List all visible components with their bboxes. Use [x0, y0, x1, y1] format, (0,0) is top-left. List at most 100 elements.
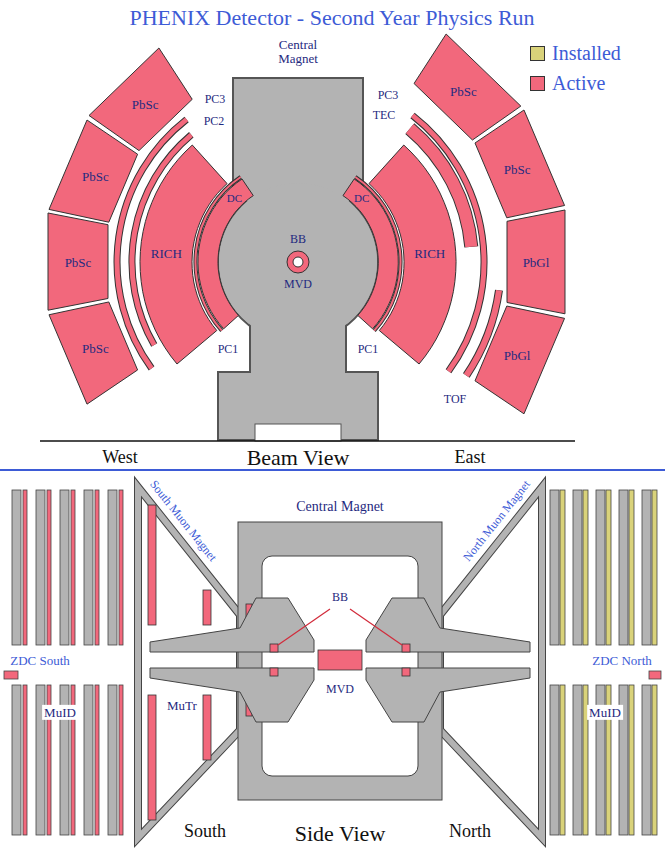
- part-label: PC2: [204, 114, 225, 128]
- bb-side-part: [402, 668, 410, 676]
- part-label-box: PC3: [205, 93, 226, 106]
- muid-north-part-part: [583, 490, 588, 645]
- muid-north-part-part: [642, 685, 651, 835]
- part-label: MVD: [326, 682, 354, 696]
- part-label: Central Magnet: [296, 499, 383, 514]
- bb-counter: [287, 251, 309, 273]
- muid-south-part-part: [108, 685, 117, 835]
- central-magnet-beam-fill-part: [251, 318, 345, 374]
- bb-leader-part: [278, 609, 330, 645]
- central-magnet-beam-fill-part: [234, 79, 362, 201]
- part-label: TOF: [444, 392, 466, 406]
- part-name: PbSc: [82, 341, 109, 354]
- muid-south-part-part: [95, 685, 99, 835]
- magnet-poles-part: [150, 598, 314, 652]
- part-label: North Muon Magnet: [460, 478, 533, 564]
- calorimeter-sector: PbSc: [49, 120, 138, 222]
- magnet-poles: [150, 598, 530, 722]
- bb-counter-part: [293, 257, 303, 267]
- part-label-box: MVD: [284, 278, 312, 291]
- rich-detector-shape: [369, 145, 456, 364]
- part-label-box: Side View: [295, 822, 386, 846]
- part-label-box: MuTr: [167, 699, 197, 713]
- muid-south-part-part: [84, 685, 93, 835]
- central-magnet-beam-fill: [219, 79, 377, 439]
- bb-leader: [278, 609, 402, 645]
- rich-detector-shape: [140, 145, 227, 364]
- muid-north-part: [560, 490, 657, 835]
- muid-south-part-part: [84, 490, 93, 645]
- central-magnet-side: [238, 522, 442, 800]
- part-name: PbSc: [504, 162, 531, 175]
- part-label-box: North: [449, 822, 491, 842]
- legend-text: Active: [552, 72, 605, 94]
- part-label-box: PC1: [218, 343, 239, 356]
- central-magnet-beam-fill-part: [219, 183, 377, 341]
- calorimeter-sector: PbSc: [48, 213, 108, 310]
- muon-magnet-frame-part: [440, 487, 542, 838]
- part-label: North: [449, 821, 491, 841]
- legend-text: Installed: [552, 42, 621, 64]
- calorimeter-sector-shape: [49, 120, 138, 222]
- part-label-box: MuID: [587, 706, 623, 720]
- muid-north-part-part: [560, 685, 565, 835]
- muid-north-part-part: [560, 490, 565, 645]
- part-label-box: ZDC South: [10, 654, 70, 668]
- magnet-poles-part: [366, 668, 530, 722]
- part-label-box: Central Magnet: [296, 499, 383, 514]
- part-label-box: MVD: [326, 683, 354, 696]
- part-name: DC: [227, 193, 242, 204]
- muid-south-part-part: [119, 685, 123, 835]
- part-label: ZDC North: [592, 653, 652, 668]
- magnet-poles-part: [366, 598, 530, 652]
- part-label: BB: [290, 232, 306, 246]
- calorimeter-sector: PbGl: [507, 210, 565, 314]
- zdc-part: [4, 671, 18, 679]
- muid-north-part-part: [550, 490, 559, 645]
- calorimeter-sector-shape: [49, 302, 138, 404]
- part-name: DC: [354, 193, 369, 204]
- bb-side-part: [270, 668, 278, 676]
- rich-detector: RICH: [140, 145, 227, 364]
- legend-entry: Installed: [552, 42, 621, 64]
- muon-magnet-frame-part: [440, 487, 542, 838]
- legend-swatch: [530, 46, 545, 61]
- calorimeter-sector-shape: [48, 213, 108, 310]
- part-label: Side View: [295, 821, 386, 846]
- part-label: TEC: [373, 108, 396, 122]
- part-label-box: West: [102, 448, 138, 468]
- part-name: PbSc: [82, 170, 109, 183]
- muid-south-part-part: [71, 490, 75, 645]
- calorimeter-sector: PbGl: [475, 306, 565, 414]
- part-label-box: PC2: [204, 115, 225, 128]
- muid-south-part-part: [47, 490, 51, 645]
- part-label-box: South: [184, 822, 226, 842]
- part-name: PbGl: [523, 255, 550, 268]
- part-label-box: South Muon Magnet: [147, 478, 219, 564]
- part-name: RICH: [151, 246, 182, 259]
- muid-south-part-part: [36, 490, 45, 645]
- muid-north-part-part: [573, 685, 582, 835]
- bb-leader-part: [350, 609, 402, 645]
- zdc-part: [649, 671, 661, 679]
- part-label: East: [455, 447, 486, 467]
- muid-north-part-part: [606, 490, 611, 645]
- bb-side-part: [270, 644, 278, 652]
- muid-north-part-part: [573, 490, 582, 645]
- muon-tracker-part: [203, 695, 211, 760]
- legend-entry: Active: [552, 72, 605, 94]
- muid-north: [550, 490, 657, 835]
- mvd-side: [318, 650, 362, 670]
- bb-side: [270, 644, 410, 676]
- pad-chambers: [117, 115, 484, 371]
- calorimeter-sector: PbSc: [49, 302, 138, 404]
- title: PHENIX Detector - Second Year Physics Ru…: [129, 5, 534, 30]
- part-label: Beam View: [247, 445, 350, 470]
- muid-north-part-part: [619, 490, 628, 645]
- part-label: PC1: [358, 342, 379, 356]
- part-name: PbSc: [450, 84, 477, 97]
- part-name: PbSc: [132, 97, 159, 110]
- part-label: PC3: [205, 92, 226, 106]
- central-magnet-beam-part: [218, 372, 378, 440]
